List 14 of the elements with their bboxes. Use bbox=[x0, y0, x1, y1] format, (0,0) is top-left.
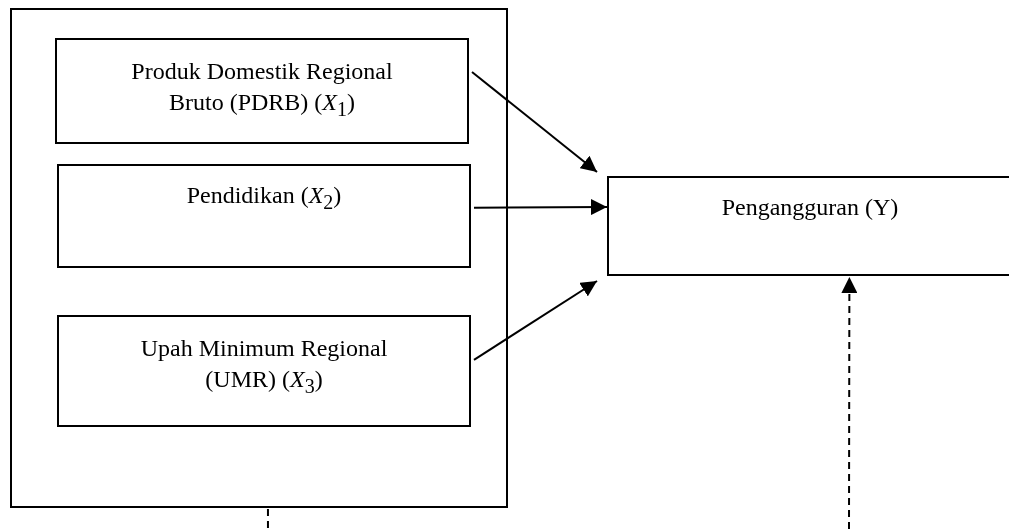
outcome-box bbox=[607, 176, 1009, 276]
dashed-line bbox=[266, 508, 269, 529]
arrow bbox=[471, 70, 598, 173]
node-label: Pendidikan (X$_{2}$) bbox=[185, 181, 343, 215]
arrow bbox=[473, 280, 598, 361]
node-label: Pengangguran (Y) bbox=[720, 193, 900, 222]
arrow bbox=[473, 199, 608, 216]
node-label: Upah Minimum Regional (UMR) (X$_{3}$) bbox=[139, 334, 389, 399]
group-box bbox=[10, 8, 508, 508]
variable-box bbox=[57, 164, 471, 268]
node-label: Produk Domestik Regional Bruto (PDRB) (X$_{1}$) bbox=[130, 57, 394, 122]
dashed-line bbox=[841, 276, 858, 529]
variable-box bbox=[55, 38, 469, 144]
variable-box bbox=[57, 315, 471, 427]
